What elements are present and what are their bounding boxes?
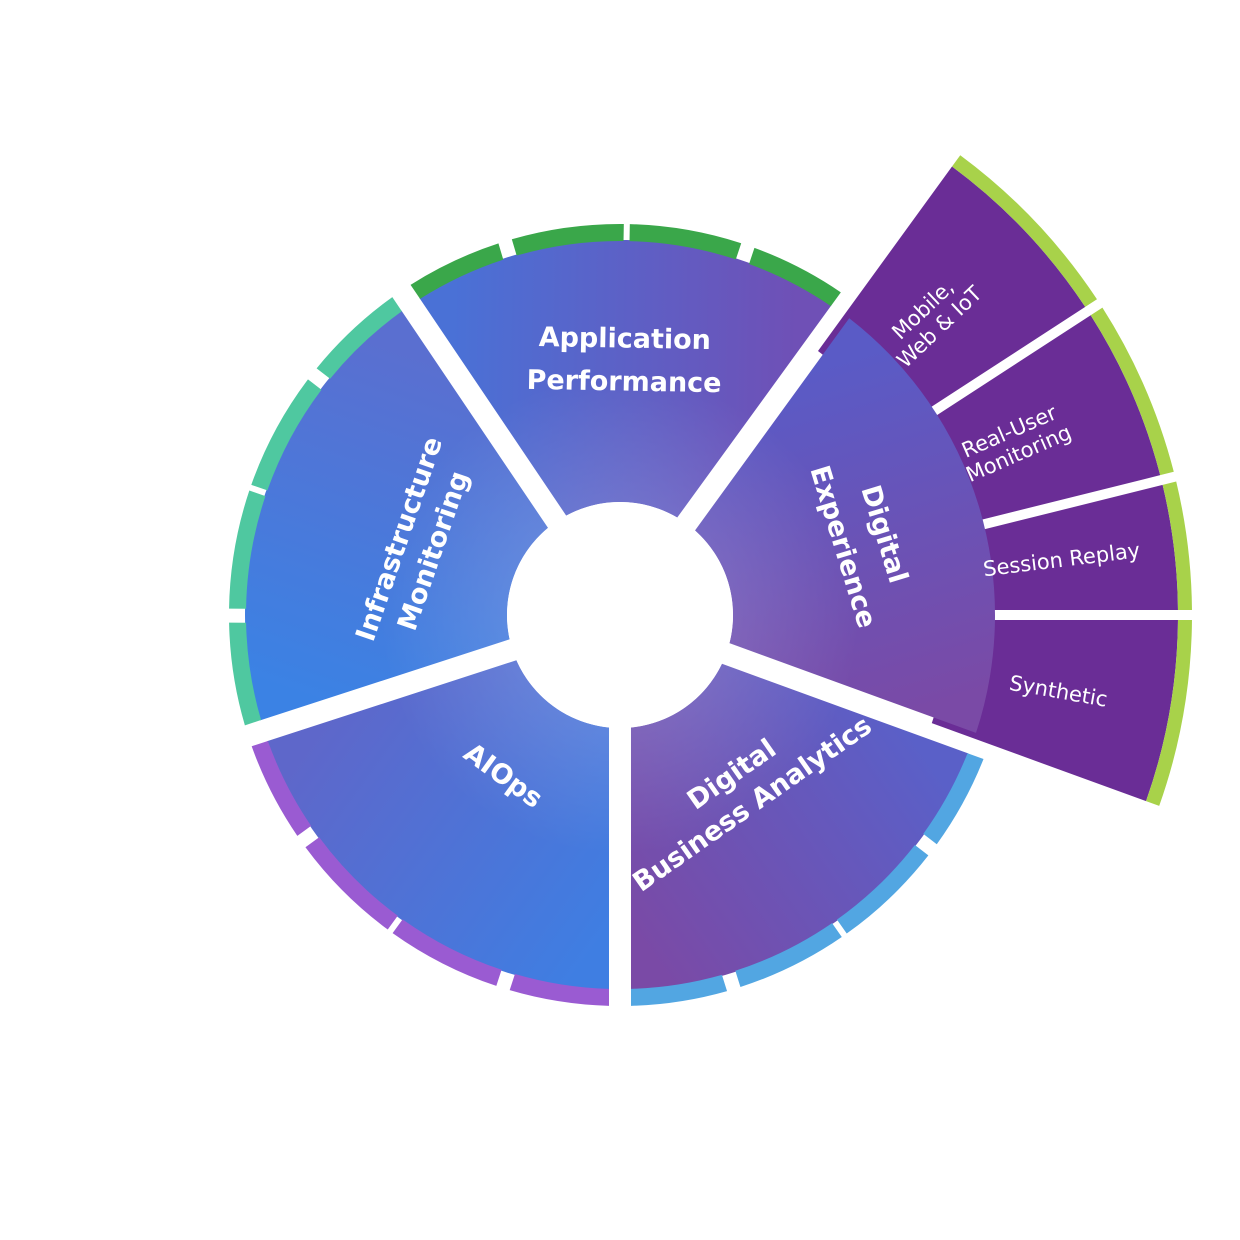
segment-aiops-glow — [266, 660, 610, 990]
subsegment-session-replay[interactable] — [941, 484, 1178, 611]
segment-digital-business-analytics-rim-tick — [836, 845, 929, 934]
segment-infrastructure-monitoring-glow — [245, 310, 549, 721]
segment-aiops-rim-tick — [509, 973, 610, 1006]
segment-application-performance-glow — [419, 240, 832, 518]
segment-digital-experience-glow — [694, 318, 995, 733]
segment-application-performance-rim-tick — [511, 224, 624, 256]
segment-aiops-rim-tick — [251, 740, 312, 836]
subsegment-mobile-web-iot-rim — [952, 155, 1097, 307]
segment-infrastructure-monitoring-rim-tick — [229, 622, 262, 726]
segment-infrastructure-monitoring-rim-tick — [251, 379, 322, 491]
subsegment-synthetic-rim — [1146, 619, 1192, 806]
segment-application-performance-label-line-1: Application — [538, 322, 711, 356]
subsegment-synthetic[interactable] — [931, 619, 1178, 802]
subsegment-session-replay-rim — [1162, 481, 1192, 611]
segment-digital-business-analytics-rim — [630, 753, 984, 1006]
segment-application-performance-rim-tick — [749, 247, 841, 307]
segment-application-performance-label-line-2: Performance — [526, 365, 721, 399]
segment-infrastructure-monitoring-rim-tick — [229, 490, 266, 609]
subsegment-real-user-monitoring-rim — [1090, 307, 1174, 476]
segment-application-performance-rim — [410, 224, 841, 307]
segment-digital-business-analytics-glow — [630, 663, 969, 990]
segment-aiops-rim-tick — [305, 837, 398, 930]
segment-aiops-rim-tick — [392, 919, 502, 986]
segment-infrastructure-monitoring-rim — [229, 297, 402, 726]
segment-application-performance-rim-tick — [629, 224, 742, 260]
center-hub — [507, 502, 733, 728]
segment-aiops-rim — [251, 740, 610, 1006]
segment-digital-business-analytics-rim-tick — [923, 753, 984, 845]
segment-application-performance-rim-tick — [410, 243, 504, 299]
segment-digital-business-analytics-rim-tick — [630, 974, 728, 1006]
segment-digital-business-analytics-rim-tick — [735, 923, 842, 987]
segment-infrastructure-monitoring-rim-tick — [316, 297, 402, 379]
